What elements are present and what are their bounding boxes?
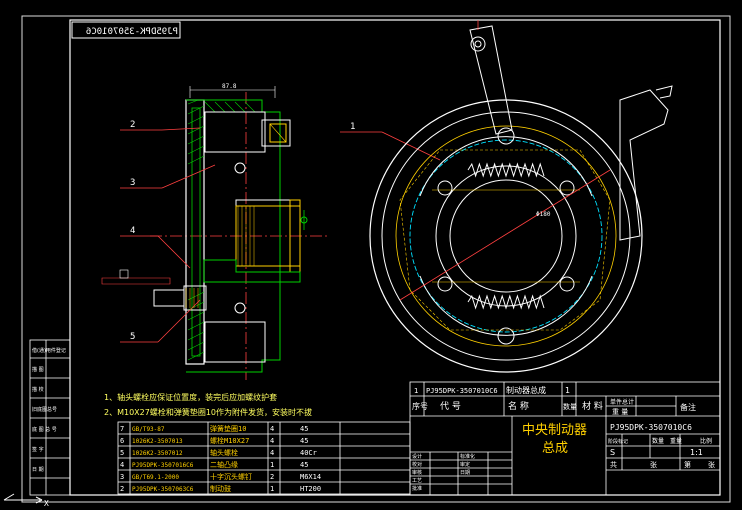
part-label-3: 3 [130, 178, 135, 188]
svg-text:描 校: 描 校 [32, 386, 44, 393]
ucs-x-label: X [44, 499, 49, 508]
bom-cell: M6X14 [300, 473, 321, 481]
note-2: 2、M10X27螺栓和弹簧垫圈10作为附件发货，安装时不拔 [104, 407, 312, 417]
bom-cell: 二轴凸缘 [210, 460, 238, 469]
side-labels: 借(通)用件登记 描 图 描 校 旧底图总号 底 图 总 号 签 字 日 期 [32, 347, 66, 473]
svg-text:代 号: 代 号 [440, 401, 461, 412]
technical-notes: 1、轴头螺栓应保证位置度，装完后应加螺纹护套 2、M10X27螺栓和弹簧垫圈10… [104, 392, 312, 417]
svg-text:借(通)用件登记: 借(通)用件登记 [32, 347, 66, 354]
bom-cell: 1 [270, 461, 274, 469]
side-registration-table [29, 339, 71, 496]
bom-cell: GB/T93-87 [132, 426, 165, 433]
bom-cell: 4 [120, 461, 124, 469]
bom-cell: 3 [120, 473, 124, 481]
drawing-code-text: PJ95DPK-3507010C6 [86, 27, 178, 37]
svg-text:数量: 数量 [563, 402, 577, 411]
bom-cell: 2 [270, 473, 274, 481]
svg-text:1: 1 [414, 387, 418, 395]
title-block [409, 381, 721, 496]
svg-text:审定: 审定 [460, 461, 470, 468]
svg-text:PJ95DPK-3507010C6: PJ95DPK-3507010C6 [426, 387, 498, 395]
svg-text:描 图: 描 图 [32, 366, 44, 373]
svg-text:重量: 重量 [670, 437, 682, 445]
svg-text:单件总计: 单件总计 [610, 398, 634, 406]
bom-cell: 1026K2-3507012 [132, 450, 183, 457]
svg-text:名 称: 名 称 [508, 400, 529, 412]
svg-text:张: 张 [708, 460, 715, 469]
section-view: 87.8 [101, 83, 330, 380]
bom-cell: 40Cr [300, 449, 317, 457]
bom-cell: 45 [300, 437, 308, 445]
bom-cell: 制动鼓 [210, 484, 231, 493]
part-label-1: 1 [350, 122, 355, 132]
svg-text:校对: 校对 [412, 461, 422, 468]
svg-text:材 料: 材 料 [582, 400, 603, 412]
bom-cell: 1026K2-3507013 [132, 438, 183, 445]
svg-text:制动器总成: 制动器总成 [506, 385, 546, 395]
bom-cell: 4 [270, 449, 274, 457]
svg-text:1: 1 [565, 386, 570, 395]
svg-text:第: 第 [684, 460, 691, 469]
svg-text:日期: 日期 [460, 470, 470, 476]
part-label-4: 4 [130, 226, 135, 236]
svg-text:数量: 数量 [652, 437, 664, 445]
svg-text:标准化: 标准化 [460, 453, 475, 460]
svg-text:张: 张 [650, 460, 657, 469]
bom-cell: PJ95DPK-3507016C6 [132, 462, 194, 469]
drawing-frame [21, 15, 731, 503]
bom-table [117, 421, 411, 495]
bom-cell: 4 [270, 425, 274, 433]
bom-cell: PJ95DPK-3507063C6 [132, 486, 194, 493]
bom-cell: 45 [300, 461, 308, 469]
bom-cell: 7 [120, 425, 124, 433]
dimension-width: 87.8 [222, 83, 237, 90]
bom-cell: GB/T69.1-2000 [132, 474, 179, 481]
title-sub: 总成 [542, 441, 568, 456]
svg-text:1:1: 1:1 [690, 448, 703, 457]
svg-text:签 字: 签 字 [32, 446, 44, 453]
bom-cell: 4 [270, 437, 274, 445]
part-label-5: 5 [130, 332, 135, 342]
bom-cell: 45 [300, 425, 308, 433]
svg-text:日 期: 日 期 [32, 467, 44, 473]
svg-text:重 量: 重 量 [612, 408, 628, 416]
bom-cell: 2 [120, 485, 124, 493]
bom-cell: 轴头螺栓 [210, 448, 238, 457]
note-1: 1、轴头螺栓应保证位置度，装完后应加螺纹护套 [104, 392, 277, 402]
svg-text:序号: 序号 [412, 401, 428, 411]
svg-text:共: 共 [610, 460, 617, 469]
svg-text:批准: 批准 [412, 485, 422, 492]
svg-text:底 图 总 号: 底 图 总 号 [32, 426, 57, 433]
bom-cell: 1 [270, 485, 274, 493]
title-block-text: 1 PJ95DPK-3507010C6 制动器总成 1 序号 代 号 名 称 数… [412, 385, 715, 492]
svg-text:备注: 备注 [680, 402, 696, 412]
dimension-diameter: Φ180 [536, 211, 551, 218]
svg-text:设计: 设计 [412, 453, 422, 460]
bom-cell: 弹簧垫圈10 [210, 424, 246, 433]
bom-cell: 螺栓M10X27 [210, 436, 249, 445]
svg-text:工艺: 工艺 [412, 478, 422, 484]
svg-text:阶段标记: 阶段标记 [608, 438, 628, 445]
part-labels: 2 3 4 5 1 [130, 120, 355, 342]
bom-cell: HT200 [300, 485, 321, 493]
svg-text:S: S [610, 448, 615, 457]
part-label-2: 2 [130, 120, 135, 130]
bom-cell: 6 [120, 437, 124, 445]
svg-text:旧底图总号: 旧底图总号 [32, 406, 57, 413]
svg-text:审核: 审核 [412, 469, 422, 476]
drawing-code-box: PJ95DPK-3507010C6 [71, 21, 181, 39]
svg-text:比例: 比例 [700, 437, 712, 445]
ucs-icon [3, 493, 43, 504]
title-code: PJ95DPK-3507010C6 [610, 423, 692, 432]
title-main: 中央制动器 [522, 423, 587, 438]
front-view: Φ180 [369, 20, 673, 373]
part-leaders [120, 127, 441, 343]
bom-cell: 5 [120, 449, 124, 457]
bom-cell: 十字沉头螺钉 [210, 472, 252, 481]
